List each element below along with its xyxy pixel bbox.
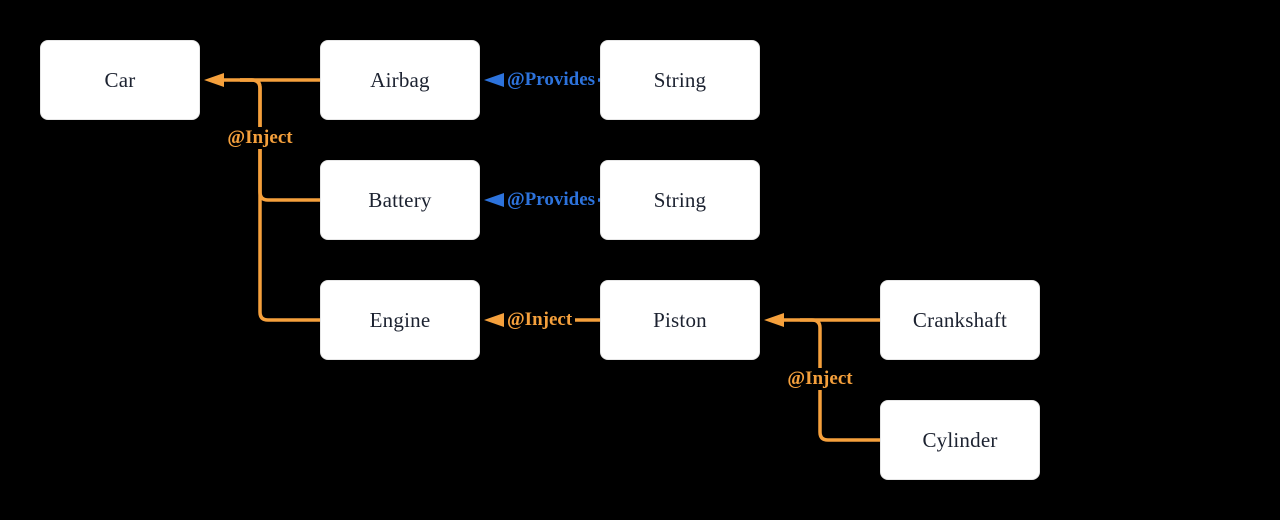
node-string-middle-label: String	[653, 187, 707, 212]
edge-crankshaft-to-piston	[764, 313, 880, 327]
edge-label-provides-battery: @Provides	[504, 189, 599, 211]
edge-engine-to-car	[240, 78, 320, 322]
node-crankshaft-label: Crankshaft	[912, 307, 1008, 332]
node-string-middle: String	[600, 160, 760, 240]
edge-label-inject-car: @Inject	[224, 127, 296, 149]
arrowhead-into-piston	[764, 313, 784, 327]
edge-label-inject-engine: @Inject	[504, 309, 576, 331]
arrowhead-into-car	[204, 73, 224, 87]
node-engine: Engine	[320, 280, 480, 360]
arrowhead-into-battery	[484, 193, 504, 207]
node-cylinder: Cylinder	[880, 400, 1040, 480]
node-string-top-label: String	[653, 67, 707, 92]
node-engine-label: Engine	[369, 307, 431, 332]
node-car-label: Car	[104, 67, 136, 92]
node-piston-label: Piston	[653, 307, 707, 332]
node-piston: Piston	[600, 280, 760, 360]
node-string-top: String	[600, 40, 760, 120]
node-airbag-label: Airbag	[370, 67, 430, 92]
node-battery: Battery	[320, 160, 480, 240]
arrowhead-into-airbag	[484, 73, 504, 87]
edge-label-inject-piston: @Inject	[784, 368, 856, 390]
node-battery-label: Battery	[368, 187, 432, 212]
arrowhead-into-engine	[484, 313, 504, 327]
node-car: Car	[40, 40, 200, 120]
node-airbag: Airbag	[320, 40, 480, 120]
node-crankshaft: Crankshaft	[880, 280, 1040, 360]
edge-label-provides-airbag: @Provides	[504, 69, 599, 91]
node-cylinder-label: Cylinder	[922, 427, 998, 452]
edge-airbag-to-car	[204, 73, 320, 87]
